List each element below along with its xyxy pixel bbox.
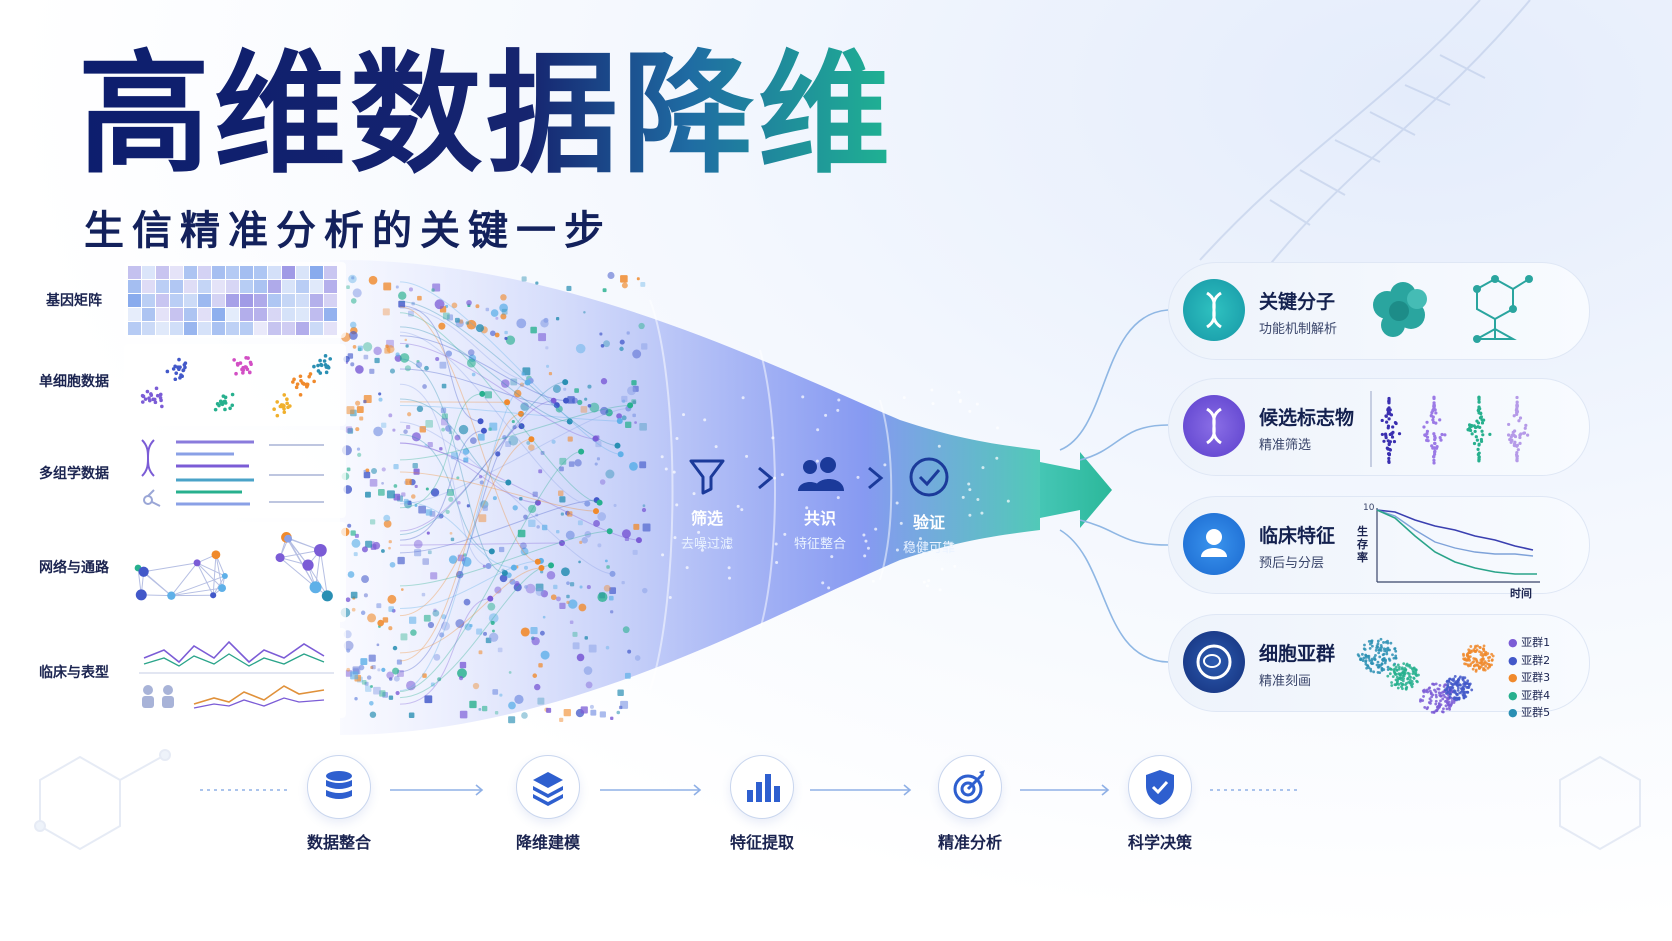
survival-xlabel: 时间 <box>1510 587 1532 600</box>
output-sub: 精准刻画 <box>1259 674 1312 689</box>
source-label-clinical: 临床与表型 <box>39 665 109 681</box>
dna-helix-decoration <box>1199 0 1531 291</box>
multi-omics-panel <box>124 430 346 518</box>
workflow-step-modeling: 降维建模 <box>498 755 598 853</box>
clinical-panel <box>124 628 346 718</box>
funnel-step-sub: 特征整合 <box>793 537 846 552</box>
database-icon <box>307 755 371 819</box>
output-card-biomarkers: 候选标志物 精准筛选 <box>1168 378 1590 476</box>
chevron-right-icon <box>758 466 774 490</box>
molecule-decoration-right <box>1559 755 1641 851</box>
output-title: 关键分子 <box>1259 291 1336 313</box>
output-arrow <box>1040 452 1112 528</box>
funnel-step-title: 筛选 <box>690 509 723 528</box>
multi-omics-icon <box>141 439 324 507</box>
network-icon <box>134 532 333 602</box>
data-particles <box>340 271 1010 724</box>
page-subtitle: 生信精准分析的关键一步 <box>84 208 612 254</box>
funnel-icon <box>689 459 725 495</box>
dna-icon <box>1183 279 1245 341</box>
legend-item: ● 亚群5 <box>1508 706 1551 719</box>
output-card-clinical: 临床特征 预后与分层 <box>1168 496 1590 594</box>
output-title: 细胞亚群 <box>1259 643 1336 665</box>
violin-plot-icon <box>1370 391 1530 467</box>
page-title: 高维数据降维 <box>78 38 894 192</box>
funnel-step-validate: 验证 稳健可靠 <box>874 455 984 556</box>
workflow-label: 降维建模 <box>515 833 580 852</box>
check-circle-icon <box>909 457 949 497</box>
heatmap-icon <box>128 266 337 335</box>
source-label-multi-omics: 多组学数据 <box>39 466 109 482</box>
cell-icon <box>1183 631 1245 693</box>
workflow-step-extraction: 特征提取 <box>712 755 812 853</box>
flow-lines <box>399 281 642 705</box>
bar-chart-icon <box>730 755 794 819</box>
workflow-step-integration: 数据整合 <box>289 755 389 853</box>
cluster-scatter-plot <box>1356 637 1495 714</box>
workflow-label: 数据整合 <box>306 833 371 852</box>
funnel-step-sub: 稳健可靠 <box>902 541 955 556</box>
funnel-step-title: 验证 <box>912 513 945 532</box>
funnel-shape <box>340 260 1040 735</box>
survival-ytick: 10 <box>1363 503 1375 513</box>
target-icon <box>938 755 1002 819</box>
output-title: 候选标志物 <box>1259 407 1355 429</box>
single-cell-panel <box>124 344 346 426</box>
output-title: 临床特征 <box>1259 525 1336 547</box>
survival-ylabel: 生存率 <box>1357 525 1368 564</box>
cluster-legend: ● 亚群1 ● 亚群2 ● 亚群3 ● 亚群4 ● 亚群5 <box>1508 634 1550 722</box>
source-label-network: 网络与通路 <box>39 560 109 576</box>
cell-cluster-icon <box>140 354 333 418</box>
workflow-label: 精准分析 <box>937 833 1002 852</box>
output-sub: 功能机制解析 <box>1259 322 1338 337</box>
workflow-step-decision: 科学决策 <box>1110 755 1210 853</box>
output-sub: 精准筛选 <box>1259 438 1312 453</box>
workflow-label: 特征提取 <box>729 833 794 852</box>
funnel-step-title: 共识 <box>803 509 836 528</box>
gene-matrix-panel <box>124 262 346 338</box>
layers-icon <box>516 755 580 819</box>
output-connectors <box>1059 309 1169 663</box>
protein-structure-icon <box>1373 275 1533 343</box>
legend-item: ● 亚群4 <box>1508 688 1551 702</box>
workflow-arrows <box>200 784 1300 796</box>
person-icon <box>1183 513 1245 575</box>
output-card-key-molecules: 关键分子 功能机制解析 <box>1168 262 1590 360</box>
dna-icon <box>1183 395 1245 457</box>
funnel-step-consensus: 共识 特征整合 <box>765 455 875 552</box>
network-panel <box>124 522 346 622</box>
funnel-step-filter: 筛选 去噪过滤 <box>652 455 762 552</box>
source-label-single-cell: 单细胞数据 <box>39 374 109 390</box>
people-icon <box>798 457 844 491</box>
workflow-step-analysis: 精准分析 <box>920 755 1020 853</box>
shield-check-icon <box>1128 755 1192 819</box>
clinical-chart-icon <box>139 640 334 709</box>
legend-item: ● 亚群2 <box>1508 653 1551 667</box>
source-label-gene-matrix: 基因矩阵 <box>46 293 102 309</box>
survival-plot: 10 <box>1363 503 1540 583</box>
funnel-step-sub: 去噪过滤 <box>680 537 733 552</box>
workflow-label: 科学决策 <box>1127 833 1192 852</box>
output-sub: 预后与分层 <box>1259 556 1325 571</box>
legend-item: ● 亚群1 <box>1508 636 1551 649</box>
legend-item: ● 亚群3 <box>1508 671 1551 684</box>
chevron-right-icon <box>868 466 884 490</box>
molecule-decoration <box>34 749 171 851</box>
